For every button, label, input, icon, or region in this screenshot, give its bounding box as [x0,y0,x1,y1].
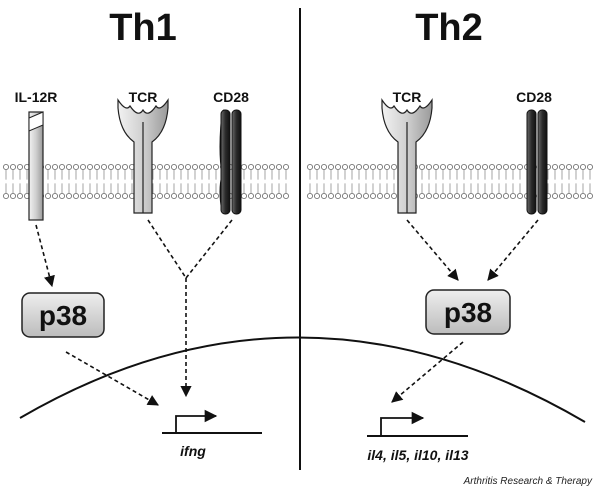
th2-gene-label: il4, il5, il10, il13 [367,447,468,463]
cd28-label-right: CD28 [516,89,552,105]
th2-gene-locus [367,411,468,437]
arrow-cd28-to-p38 [487,219,539,281]
cd28-receptor-right [526,109,548,215]
p38-box-left: p38 [21,292,105,338]
p38-box-right: p38 [425,289,511,335]
ifng-gene-label: ifng [180,443,206,459]
line-tcr-to-junction [147,219,187,279]
tcr-label-right: TCR [393,89,422,105]
ifng-gene-locus [162,409,262,434]
p38-label-right: p38 [444,297,492,328]
p38-label-left: p38 [39,300,87,331]
cd28-receptor-left [219,109,242,215]
journal-credit: Arthritis Research & Therapy [463,476,593,487]
th1-title: Th1 [109,7,177,49]
membrane-right [306,163,594,200]
cd28-label-left: CD28 [213,89,249,105]
tcr-receptor-right [381,98,433,214]
arrow-il12r-to-p38 [35,224,55,288]
arrow-p38-to-genes [391,341,464,403]
tcr-receptor-left [117,98,169,214]
arrow-p38-to-ifng [65,351,159,406]
th2-title: Th2 [415,7,483,49]
nuclear-membrane [19,336,586,423]
tcr-label-left: TCR [129,89,158,105]
line-cd28-to-junction [185,219,233,279]
arrows-right [391,219,539,403]
arrow-tcr-to-p38 [406,219,459,281]
arrows-left [35,219,233,406]
il12r-label: IL-12R [15,89,58,105]
il12r-receptor [28,111,44,221]
